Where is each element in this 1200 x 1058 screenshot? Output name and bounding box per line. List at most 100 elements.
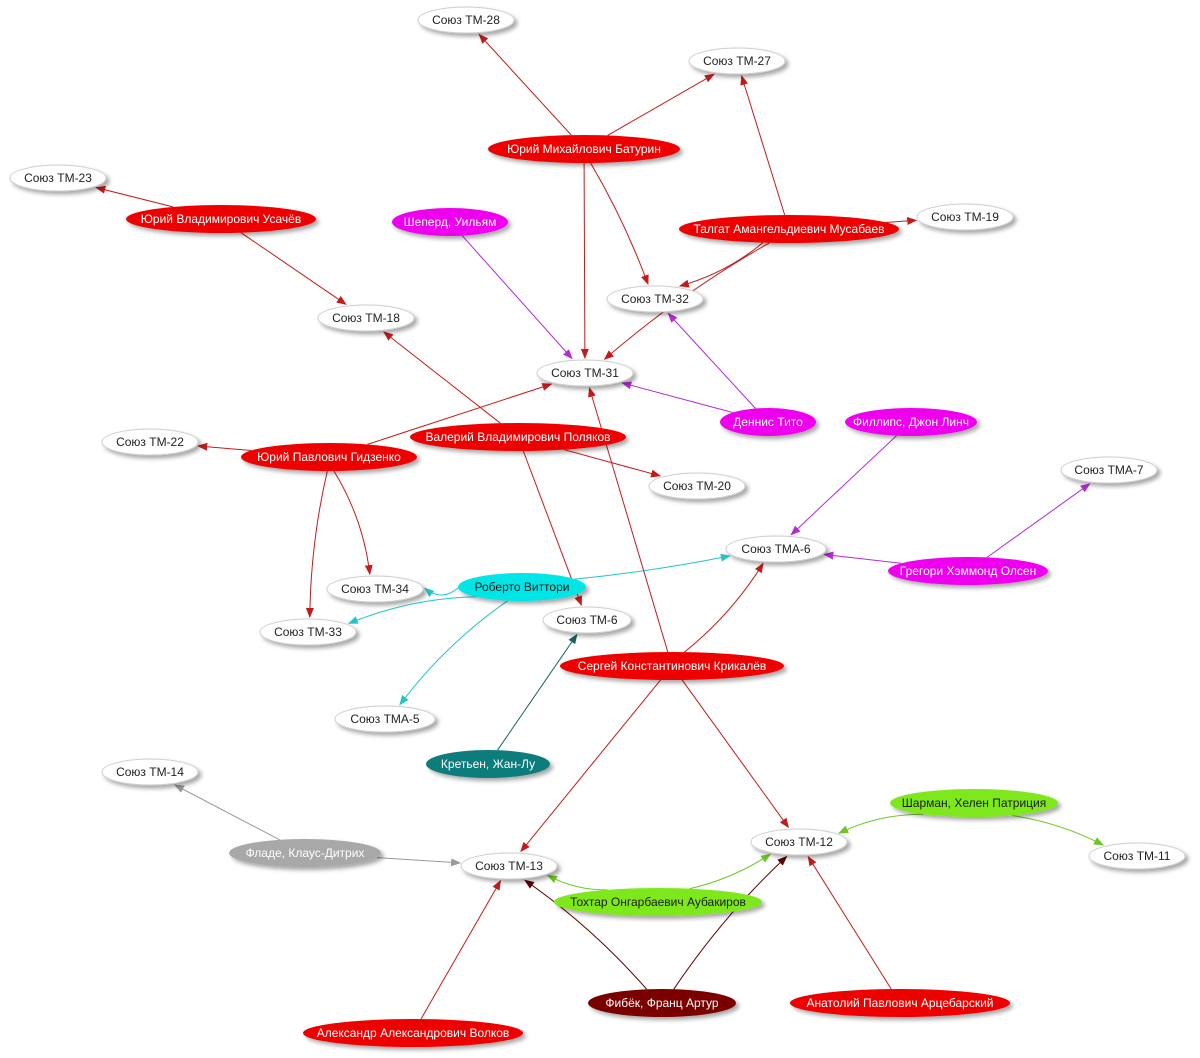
edge-aubakirov-to-tm12 [689, 853, 772, 890]
person-node-gidzenko[interactable]: Юрий Павлович Гидзенко [241, 443, 417, 471]
edge-tito-to-tm32 [667, 312, 756, 409]
person-node-aubakirov[interactable]: Тохтар Онгарбаевич Аубакиров [554, 888, 762, 916]
edge-gidzenko-to-tm33 [305, 470, 328, 618]
person-ellipse [790, 989, 1010, 1017]
person-label: Юрий Владимирович Усачёв [141, 212, 301, 226]
person-node-phillips[interactable]: Филлипс, Джон Линч [845, 408, 977, 436]
person-label: Александр Александрович Волков [317, 1026, 510, 1040]
person-ellipse [410, 423, 626, 451]
person-node-shepherd[interactable]: Шеперд, Уильям [392, 208, 508, 236]
ship-ellipse [542, 606, 632, 634]
ship-label: Союз ТМ-28 [432, 13, 500, 27]
person-node-flade[interactable]: Фладе, Клаус-Дитрих [229, 839, 381, 867]
ship-label: Союз ТМ-18 [332, 311, 400, 325]
ship-label: Союз ТМ-19 [931, 210, 999, 224]
ship-ellipse [1088, 842, 1186, 870]
person-node-chretien[interactable]: Кретьен, Жан-Лу [426, 750, 550, 778]
edge-vittori-to-tm34 [424, 587, 459, 598]
edge-sharman-to-tm11 [1012, 815, 1104, 846]
edge-olsen-to-tma7 [986, 483, 1091, 558]
ship-label: Союз ТМ-11 [1104, 849, 1171, 863]
person-node-vittori[interactable]: Роберто Виттори [458, 573, 586, 601]
person-node-tito[interactable]: Деннис Тито [720, 408, 816, 436]
ship-node-tm34[interactable]: Союз ТМ-34 [326, 575, 424, 603]
ship-node-tm11[interactable]: Союз ТМ-11 [1088, 842, 1186, 870]
ship-ellipse [916, 203, 1014, 231]
person-node-baturin[interactable]: Юрий Михайлович Батурин [488, 135, 680, 163]
person-node-musabaev[interactable]: Талгат Амангельдиевич Мусабаев [679, 215, 899, 243]
ship-ellipse [417, 6, 515, 34]
edge-krikalev-to-tma6 [684, 562, 764, 653]
person-node-artsebarsky[interactable]: Анатолий Павлович Арцебарский [790, 989, 1010, 1017]
person-ellipse [560, 652, 784, 680]
edge-layer [95, 33, 1104, 1020]
ship-ellipse [317, 304, 415, 332]
person-label: Филлипс, Джон Линч [853, 415, 969, 429]
ship-node-tma6[interactable]: Союз ТМА-6 [725, 535, 827, 563]
person-node-olsen[interactable]: Грегори Хэммонд Олсен [888, 557, 1048, 585]
edge-baturin-to-tm31 [580, 162, 589, 359]
person-ellipse [720, 408, 816, 436]
edge-tito-to-tm31 [621, 381, 733, 413]
person-label: Тохтар Онгарбаевич Аубакиров [570, 895, 746, 909]
ship-node-tm19[interactable]: Союз ТМ-19 [916, 203, 1014, 231]
ship-label: Союз ТМ-14 [116, 765, 184, 779]
ship-node-tm31[interactable]: Союз ТМ-31 [536, 359, 634, 387]
person-ellipse [426, 750, 550, 778]
edge-musabaev-to-tm19 [885, 216, 918, 225]
person-ellipse [392, 208, 508, 236]
ship-node-tm28[interactable]: Союз ТМ-28 [417, 6, 515, 34]
person-ellipse [890, 789, 1058, 817]
ship-node-tma5[interactable]: Союз ТМА-5 [334, 705, 436, 733]
person-label: Юрий Павлович Гидзенко [257, 450, 401, 464]
person-ellipse [488, 135, 680, 163]
ship-ellipse [9, 164, 107, 192]
ship-label: Союз ТМА-6 [741, 542, 811, 556]
edge-gidzenko-to-tm22 [197, 442, 252, 451]
edge-gidzenko-to-tm34 [333, 470, 373, 576]
edge-sharman-to-tm12 [838, 813, 924, 834]
ship-node-tm6[interactable]: Союз ТМ-6 [542, 606, 632, 634]
ship-node-tm22[interactable]: Союз ТМ-22 [101, 428, 199, 456]
person-label: Сергей Константинович Крикалёв [578, 659, 767, 673]
person-node-volkov[interactable]: Александр Александрович Волков [303, 1019, 523, 1047]
person-label: Фибёк, Франц Артур [605, 996, 719, 1010]
ship-label: Союз ТМ-20 [663, 479, 731, 493]
person-ellipse [588, 989, 736, 1017]
ship-node-tm20[interactable]: Союз ТМ-20 [648, 472, 746, 500]
ship-node-tm12[interactable]: Союз ТМ-12 [750, 828, 848, 856]
person-label: Грегори Хэммонд Олсен [900, 564, 1036, 578]
edge-vittori-to-tma6 [574, 553, 731, 580]
edge-volkov-to-tm13 [420, 879, 501, 1020]
edge-olsen-to-tma6 [823, 551, 902, 564]
edge-usachev-to-tm18 [240, 232, 347, 305]
ship-label: Союз ТМ-12 [765, 835, 833, 849]
person-label: Шарман, Хелен Патриция [902, 796, 1046, 810]
ship-node-tm13[interactable]: Союз ТМ-13 [460, 852, 558, 880]
ship-ellipse [1060, 456, 1158, 484]
person-label: Анатолий Павлович Арцебарский [807, 996, 994, 1010]
ship-node-tma7[interactable]: Союз ТМА-7 [1060, 456, 1158, 484]
ship-ellipse [750, 828, 848, 856]
ship-node-tm14[interactable]: Союз ТМ-14 [101, 758, 199, 786]
person-ellipse [888, 557, 1048, 585]
ship-node-tm23[interactable]: Союз ТМ-23 [9, 164, 107, 192]
ship-node-tm33[interactable]: Союз ТМ-33 [259, 618, 357, 646]
person-node-sharman[interactable]: Шарман, Хелен Патриция [890, 789, 1058, 817]
person-ellipse [679, 215, 899, 243]
ship-label: Союз ТМ-27 [703, 54, 771, 68]
edge-krikalev-to-tm31 [588, 386, 669, 653]
edge-viehbock-to-tm13 [524, 879, 648, 990]
person-label: Валерий Владимирович Поляков [425, 430, 610, 444]
person-node-viehbock[interactable]: Фибёк, Франц Артур [588, 989, 736, 1017]
person-node-polyakov[interactable]: Валерий Владимирович Поляков [410, 423, 626, 451]
ship-label: Союз ТМ-33 [274, 625, 342, 639]
ship-node-tm18[interactable]: Союз ТМ-18 [317, 304, 415, 332]
ship-node-tm32[interactable]: Союз ТМ-32 [606, 285, 704, 313]
person-node-krikalev[interactable]: Сергей Константинович Крикалёв [560, 652, 784, 680]
ship-node-tm27[interactable]: Союз ТМ-27 [688, 47, 786, 75]
person-node-usachev[interactable]: Юрий Владимирович Усачёв [126, 205, 316, 233]
ship-ellipse [259, 618, 357, 646]
person-ellipse [845, 408, 977, 436]
